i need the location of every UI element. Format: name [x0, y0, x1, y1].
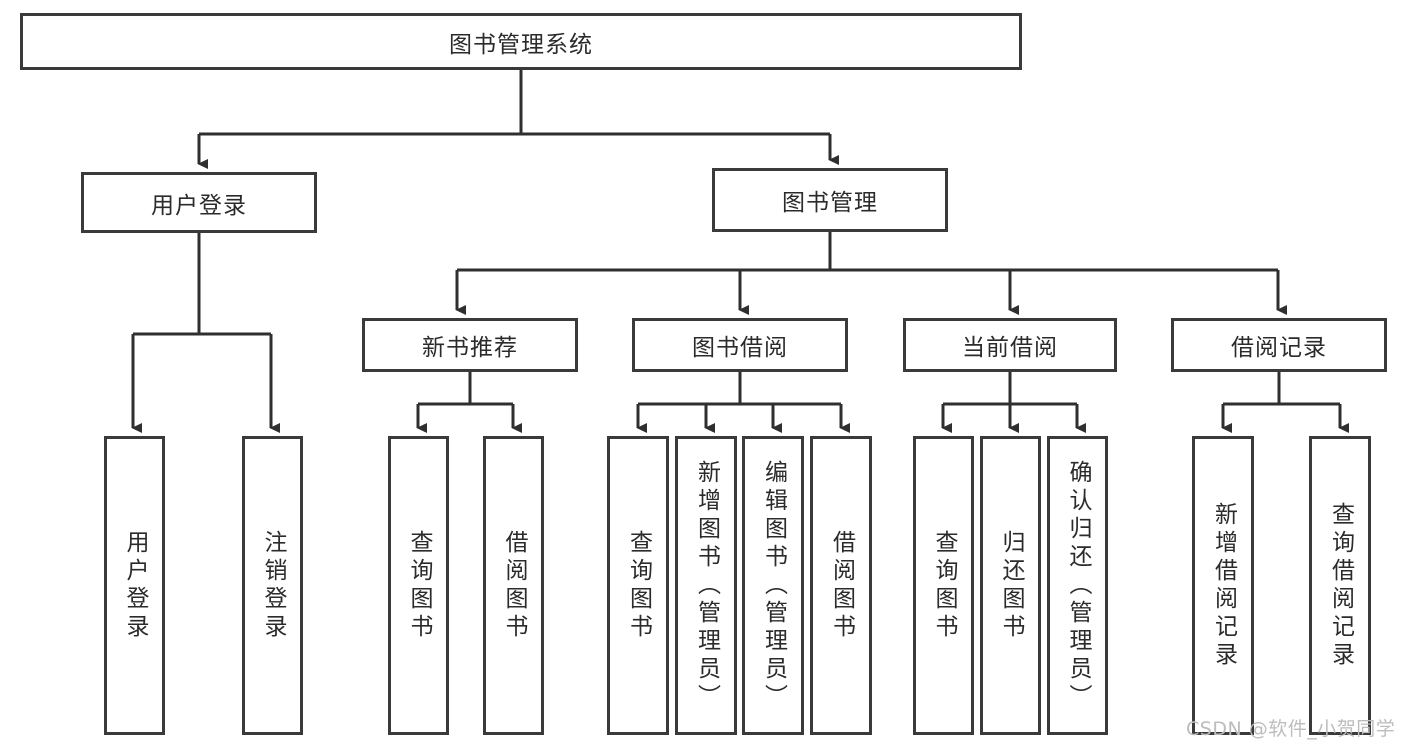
- leaf-edit-book-label: 编辑图书（管理员）: [760, 459, 787, 712]
- leaf-borrow-book-1-label: 借阅图书: [501, 529, 527, 642]
- leaf-return-book[interactable]: 归还图书: [980, 436, 1041, 735]
- leaf-query-book-3-label: 查询图书: [931, 529, 957, 642]
- node-book-borrow-label: 图书借阅: [692, 335, 788, 361]
- leaf-query-book-2-label: 查询图书: [625, 529, 652, 642]
- node-book-manage-label: 图书管理: [782, 190, 878, 216]
- leaf-user-logout-label: 注销登录: [260, 529, 286, 642]
- node-borrow-record[interactable]: 借阅记录: [1171, 318, 1387, 372]
- watermark-text: CSDN @软件_小贺同学: [1186, 718, 1396, 740]
- node-root-label: 图书管理系统: [449, 31, 593, 58]
- leaf-user-logout[interactable]: 注销登录: [242, 436, 303, 735]
- leaf-query-record-label: 查询借阅记录: [1327, 501, 1354, 670]
- leaf-query-book-1[interactable]: 查询图书: [388, 436, 449, 735]
- leaf-query-book-3[interactable]: 查询图书: [913, 436, 974, 735]
- leaf-confirm-return-label: 确认归还（管理员）: [1065, 459, 1091, 712]
- leaf-return-book-label: 归还图书: [998, 529, 1024, 642]
- node-current-borrow-label: 当前借阅: [962, 335, 1058, 361]
- node-current-borrow[interactable]: 当前借阅: [903, 318, 1117, 372]
- node-user-login-label: 用户登录: [151, 192, 247, 219]
- leaf-query-book-2[interactable]: 查询图书: [607, 436, 669, 735]
- leaf-query-book-1-label: 查询图书: [406, 529, 432, 642]
- node-book-manage[interactable]: 图书管理: [712, 168, 948, 232]
- node-book-borrow[interactable]: 图书借阅: [632, 318, 848, 372]
- leaf-confirm-return[interactable]: 确认归还（管理员）: [1047, 436, 1108, 735]
- leaf-add-book-label: 新增图书（管理员）: [693, 459, 720, 712]
- leaf-borrow-book-2-label: 借阅图书: [828, 529, 855, 642]
- leaf-add-record[interactable]: 新增借阅记录: [1192, 436, 1254, 735]
- leaf-add-record-label: 新增借阅记录: [1210, 501, 1237, 670]
- leaf-edit-book[interactable]: 编辑图书（管理员）: [742, 436, 804, 735]
- node-user-login[interactable]: 用户登录: [81, 172, 317, 233]
- leaf-query-record[interactable]: 查询借阅记录: [1309, 436, 1371, 735]
- leaf-add-book[interactable]: 新增图书（管理员）: [675, 436, 737, 735]
- node-new-book-recommend-label: 新书推荐: [422, 335, 518, 361]
- leaf-borrow-book-2[interactable]: 借阅图书: [810, 436, 872, 735]
- leaf-user-login[interactable]: 用户登录: [104, 436, 165, 735]
- node-borrow-record-label: 借阅记录: [1231, 335, 1327, 361]
- node-root[interactable]: 图书管理系统: [20, 13, 1022, 70]
- node-new-book-recommend[interactable]: 新书推荐: [362, 318, 578, 372]
- leaf-user-login-label: 用户登录: [122, 529, 148, 642]
- leaf-borrow-book-1[interactable]: 借阅图书: [483, 436, 544, 735]
